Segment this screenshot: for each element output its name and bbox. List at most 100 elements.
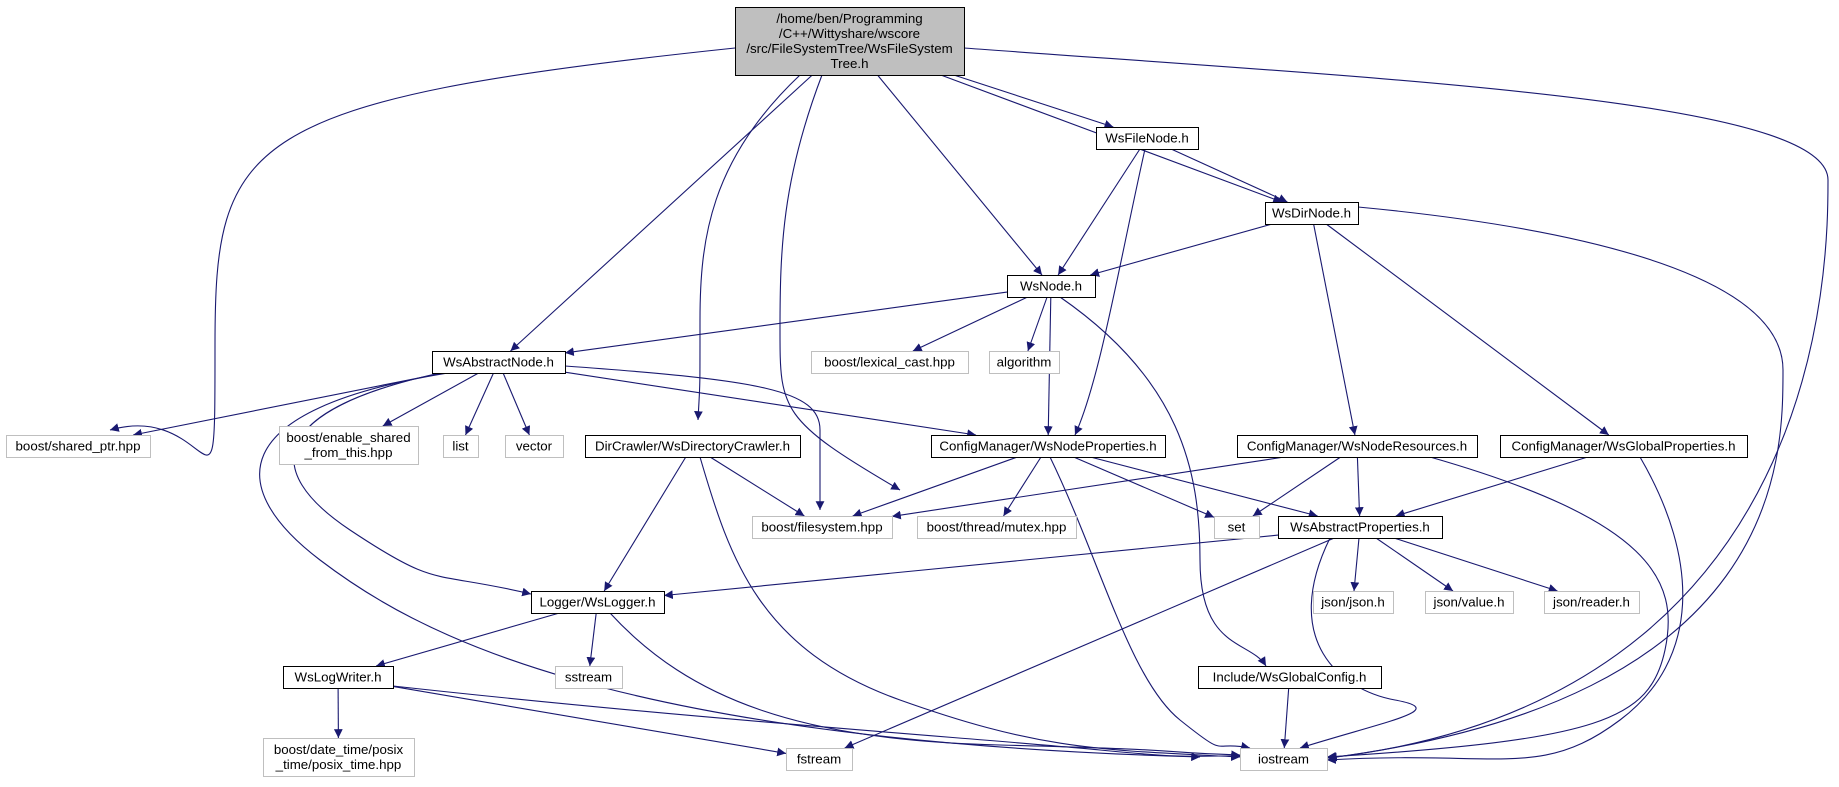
edge-globalconfig-to-iostream [1280,687,1290,749]
node-label: _time/posix_time.hpp [275,757,402,772]
edge-noderes-to-iostream [1326,456,1669,761]
edge-nodeprops-to-filesystem [852,456,1018,518]
node-label: ConfigManager/WsNodeResources.h [1247,439,1467,454]
node-noderes[interactable]: ConfigManager/WsNodeResources.h [1237,435,1478,458]
edge-logger-to-sstream [586,612,597,667]
node-label: algorithm [997,355,1052,370]
node-label: DirCrawler/WsDirectoryCrawler.h [595,439,790,454]
node-dircrawler[interactable]: DirCrawler/WsDirectoryCrawler.h [585,435,801,458]
node-box [585,435,801,458]
node-label: list [452,439,469,454]
node-box [279,426,419,465]
edge-nodeprops-to-mutex [1003,456,1042,517]
edge-wsdirnode-to-globalprops [1325,223,1610,436]
node-label: boost/shared_ptr.hpp [16,439,141,454]
node-label: _from_this.hpp [304,445,393,460]
node-wsnode[interactable]: WsNode.h [1007,275,1096,298]
node-label: WsAbstractNode.h [443,355,554,370]
edge-logwriter-to-fstream [392,685,787,757]
edge-nodeprops-to-abstractprops [1090,456,1318,519]
node-logwriter[interactable]: WsLogWriter.h [283,666,394,689]
node-label: ConfigManager/WsNodeProperties.h [939,439,1156,454]
node-box [1214,516,1260,539]
node-box [1007,275,1096,298]
edge-wsdirnode-to-wsnode [1090,223,1273,277]
node-box [555,666,623,689]
edge-noderes-to-abstractprops [1354,456,1364,517]
node-root[interactable]: /home/ben/Programming/C++/Wittyshare/wsc… [735,7,965,76]
node-label: json/json.h [1320,595,1385,610]
edge-wsabstractnode-to-vector [502,372,531,436]
node-label: ConfigManager/WsGlobalProperties.h [1512,439,1736,454]
edge-globalprops-to-abstractprops [1395,456,1588,518]
edge-root-to-wsnode [877,74,1043,276]
node-label: json/reader.h [1552,595,1630,610]
edge-wsabstractnode-to-nodeprops [564,371,977,439]
node-box [283,666,394,689]
node-label: WsAbstractProperties.h [1290,520,1430,535]
edge-noderes-to-filesystem [891,456,1285,520]
edge-dircrawler-to-logger [603,456,687,592]
edge-abstractprops-to-fstream [844,537,1335,749]
node-label: boost/date_time/posix [274,742,404,757]
edge-root-to-dircrawler [694,74,801,421]
edge-root-to-wsabstractnode [510,74,813,352]
node-label: WsNode.h [1020,279,1082,294]
node-label: WsFileNode.h [1105,131,1189,146]
node-box [432,351,566,374]
edge-dircrawler-to-filesystem [709,456,805,517]
node-wsfilenode[interactable]: WsFileNode.h [1096,127,1199,150]
edge-noderes-to-set [1252,456,1341,517]
node-box [786,748,853,771]
node-box [505,435,564,458]
node-nodeprops[interactable]: ConfigManager/WsNodeProperties.h [931,435,1166,458]
node-box [263,738,415,777]
node-sharedptr: boost/shared_ptr.hpp [6,435,151,458]
edge-wsfilenode-to-nodeprops [1074,148,1146,436]
edge-nodeprops-to-set [1073,456,1215,518]
node-globalprops[interactable]: ConfigManager/WsGlobalProperties.h [1500,435,1748,458]
node-mutex: boost/thread/mutex.hpp [917,516,1077,539]
node-sstream: sstream [555,666,623,689]
edge-abstractprops-to-logger [663,534,1279,600]
edge-abstractprops-to-iostream [1299,537,1417,750]
node-wsabstractnode[interactable]: WsAbstractNode.h [432,351,566,374]
node-box [531,591,665,614]
node-logger[interactable]: Logger/WsLogger.h [531,591,665,614]
node-box [1198,666,1382,689]
edge-abstractprops-to-jsonjson [1350,537,1360,592]
edge-logger-to-logwriter [375,612,560,668]
node-box [1425,591,1514,614]
node-label: WsDirNode.h [1272,206,1351,221]
edge-wsabstractnode-to-sharedptr [132,372,444,438]
node-label: set [1228,520,1246,535]
node-box [443,435,479,458]
node-filesystem: boost/filesystem.hpp [752,516,893,539]
nodes-layer: /home/ben/Programming/C++/Wittyshare/wsc… [6,7,1748,777]
edge-root-to-sharedptr [109,47,736,456]
edge-wsfilenode-to-wsdirnode [1170,148,1288,203]
edge-wsabstractnode-to-logger [293,372,532,597]
node-globalconfig[interactable]: Include/WsGlobalConfig.h [1198,666,1382,689]
node-box [811,351,969,374]
node-jsonvalue: json/value.h [1425,591,1514,614]
node-posixtime: boost/date_time/posix_time/posix_time.hp… [263,738,415,777]
node-box [1278,516,1443,539]
node-wsdirnode[interactable]: WsDirNode.h [1265,202,1359,225]
edges-layer [109,47,1829,764]
edge-root-to-wsfilenode [953,74,1114,129]
edge-wsnode-to-algorithm [1026,296,1048,352]
node-label: /C++/Wittyshare/wscore [779,26,920,41]
node-label: Include/WsGlobalConfig.h [1213,670,1367,685]
node-label: Logger/WsLogger.h [539,595,655,610]
node-abstractprops[interactable]: WsAbstractProperties.h [1278,516,1443,539]
node-fstream: fstream [786,748,853,771]
node-label: sstream [565,670,612,685]
node-set: set [1214,516,1260,539]
node-box [6,435,151,458]
node-label: fstream [797,752,841,767]
node-box [917,516,1077,539]
edge-wsabstractnode-to-list [464,372,495,436]
node-label: iostream [1258,752,1309,767]
